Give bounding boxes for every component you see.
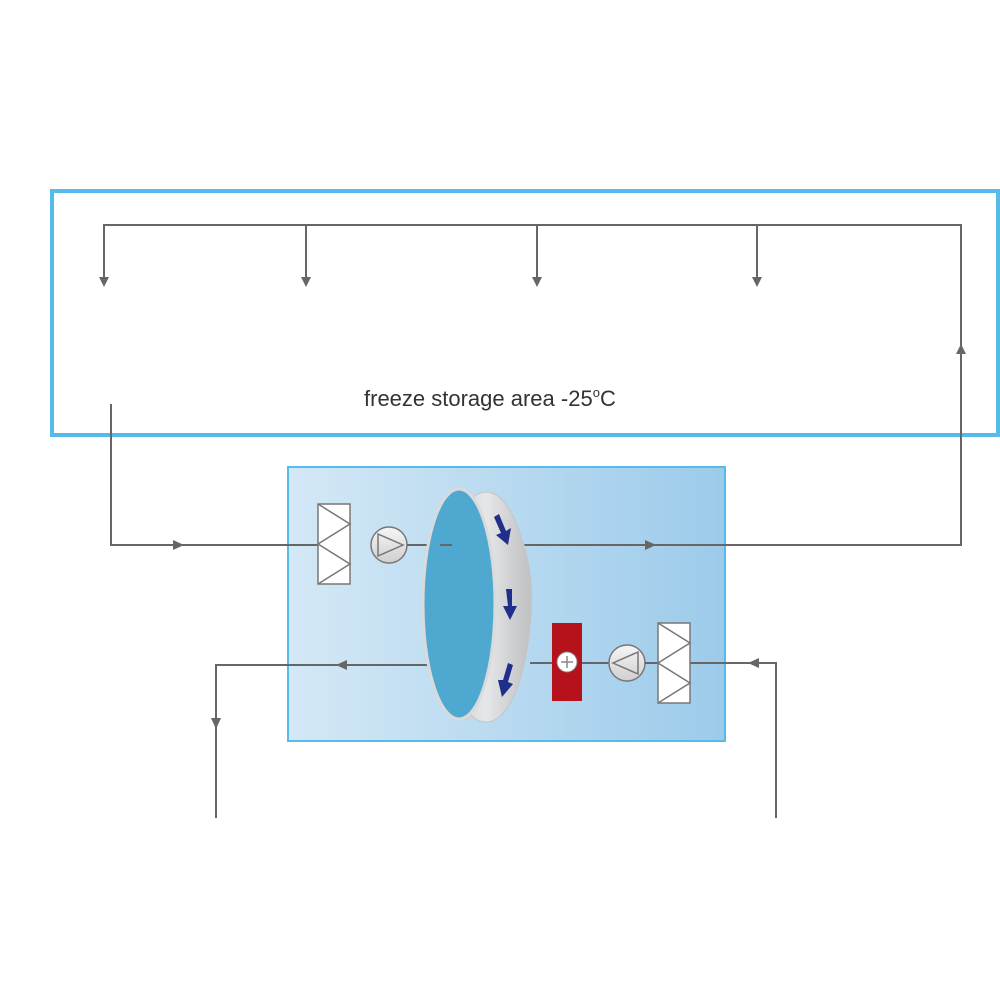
dry-air-duct — [520, 344, 966, 550]
fan-icon — [608, 644, 646, 682]
supply-air-arrow-icon — [99, 277, 762, 287]
exhaust-duct — [211, 660, 452, 818]
freeze-storage-zone — [50, 189, 1000, 437]
flow-arrow-icon — [645, 540, 656, 550]
supply-air-header — [103, 224, 962, 350]
heater-plus-icon — [552, 623, 582, 701]
flow-arrow-icon — [211, 718, 221, 729]
reactivation-inlet-duct — [690, 658, 777, 818]
desiccant-rotor — [421, 487, 532, 723]
freeze-storage-label: freeze storage area -25oC — [364, 385, 616, 411]
flow-arrow-icon — [336, 660, 347, 670]
rotation-arrow-icon — [494, 514, 517, 697]
filter-icon — [316, 503, 352, 585]
flow-arrow-icon — [173, 540, 184, 550]
flow-arrow-icon — [956, 344, 966, 354]
process-air-duct — [110, 404, 318, 550]
filter-icon — [656, 622, 692, 704]
fan-icon — [370, 526, 408, 564]
flow-arrow-icon — [748, 658, 759, 668]
